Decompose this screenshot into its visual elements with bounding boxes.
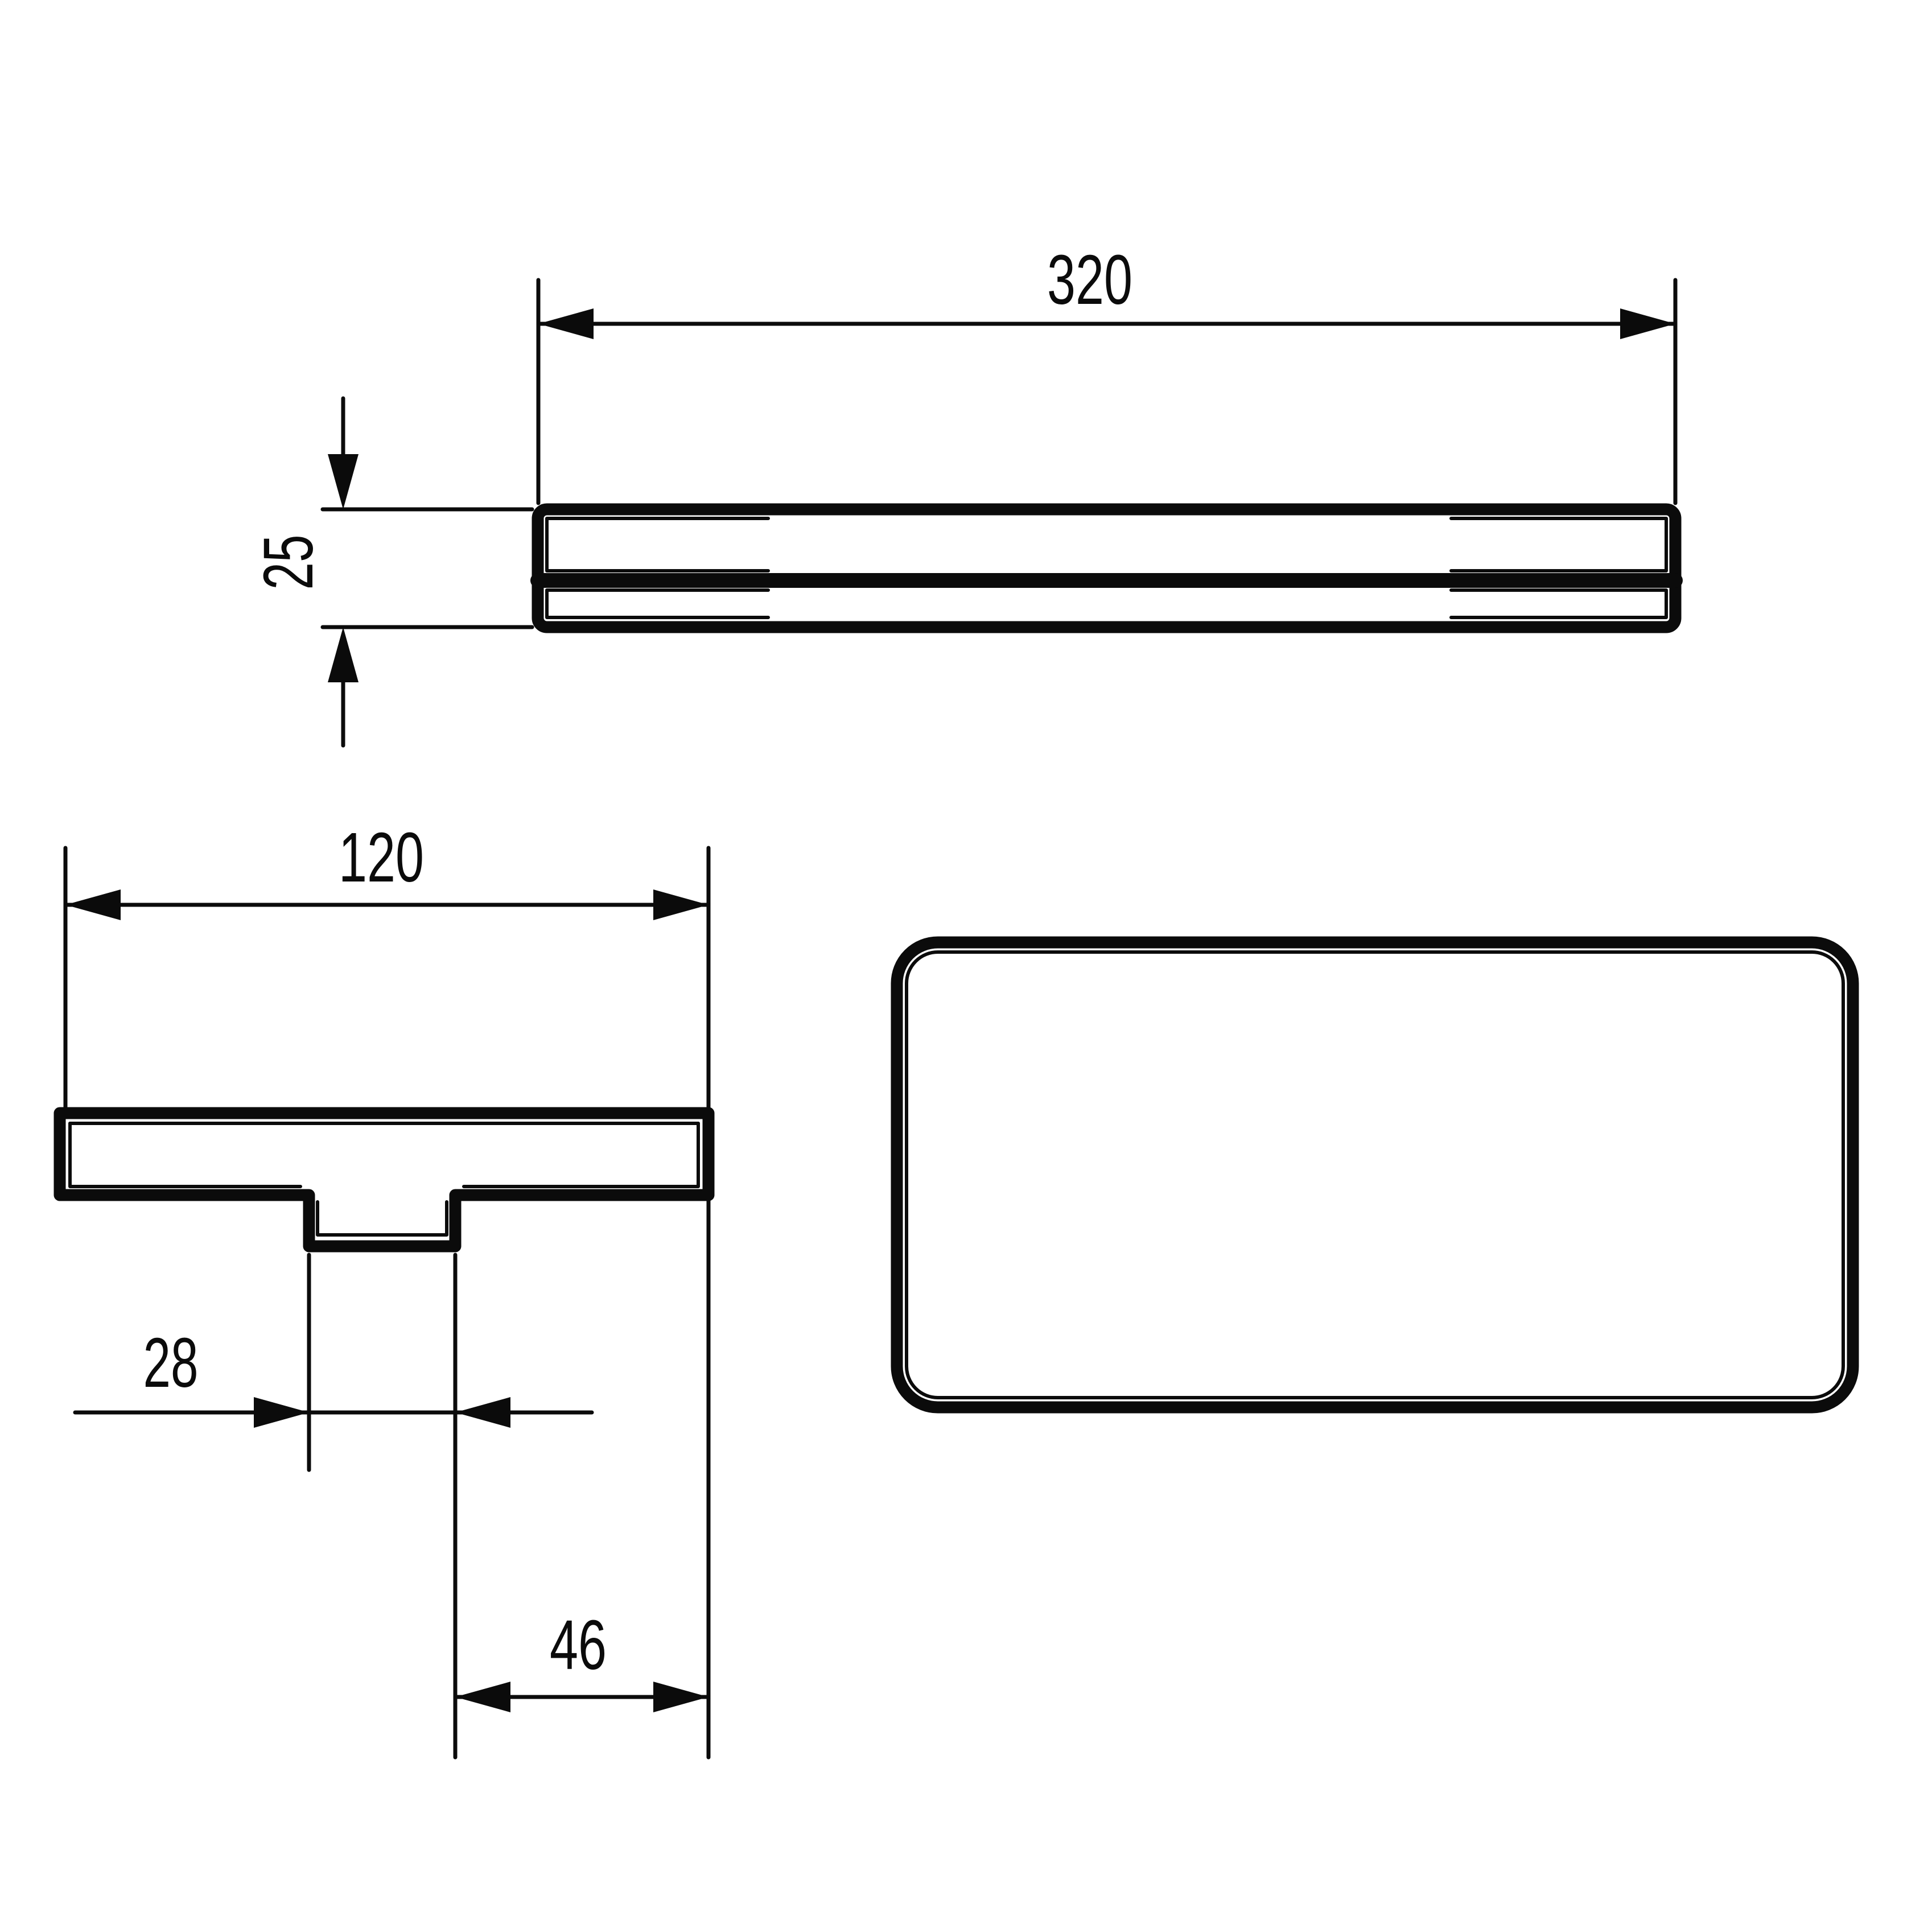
dimension-stem-to-edge-value: 46 <box>550 1606 607 1684</box>
dimension-stem-width: 28 <box>73 1253 594 1760</box>
dimension-stem-width-value: 28 <box>143 1324 199 1402</box>
bracket-inner-line <box>462 1122 700 1188</box>
side-view-inner-line <box>545 517 770 572</box>
arrowhead-right-icon <box>254 1397 309 1428</box>
arrowhead-left-icon <box>538 308 594 339</box>
arrowhead-right-icon <box>653 1682 708 1712</box>
dimension-stem-to-edge: 46 <box>453 1606 711 1712</box>
arrowhead-up-icon <box>328 627 359 682</box>
dimension-thickness-value: 25 <box>250 535 328 590</box>
bracket-inner-line <box>316 1200 448 1237</box>
side-view-inner-line <box>1449 588 1668 619</box>
arrowhead-down-icon <box>328 454 359 509</box>
top-view-outline <box>891 936 1859 1414</box>
bracket-outline <box>53 1107 715 1253</box>
dimension-length: 320 <box>536 241 1678 505</box>
side-view-inner-line <box>545 588 770 619</box>
arrowhead-left-icon <box>455 1682 510 1712</box>
dimension-thickness: 25 <box>250 396 534 748</box>
top-view-inner-line <box>905 950 1845 1399</box>
arrowhead-right-icon <box>1620 308 1675 339</box>
arrowhead-left-icon <box>65 889 121 920</box>
top-view <box>891 936 1859 1414</box>
bracket-inner-line <box>68 1122 302 1188</box>
arrowhead-left-icon <box>455 1397 510 1428</box>
side-view-inner-line <box>1449 517 1668 572</box>
dimension-bracket-width-value: 120 <box>339 819 424 897</box>
side-view-outline <box>532 503 1682 633</box>
bracket-section-view <box>53 1107 715 1253</box>
side-view <box>530 503 1683 633</box>
dimension-bracket-width: 120 <box>63 819 711 1760</box>
dimension-length-value: 320 <box>1047 241 1132 319</box>
arrowhead-right-icon <box>653 889 708 920</box>
